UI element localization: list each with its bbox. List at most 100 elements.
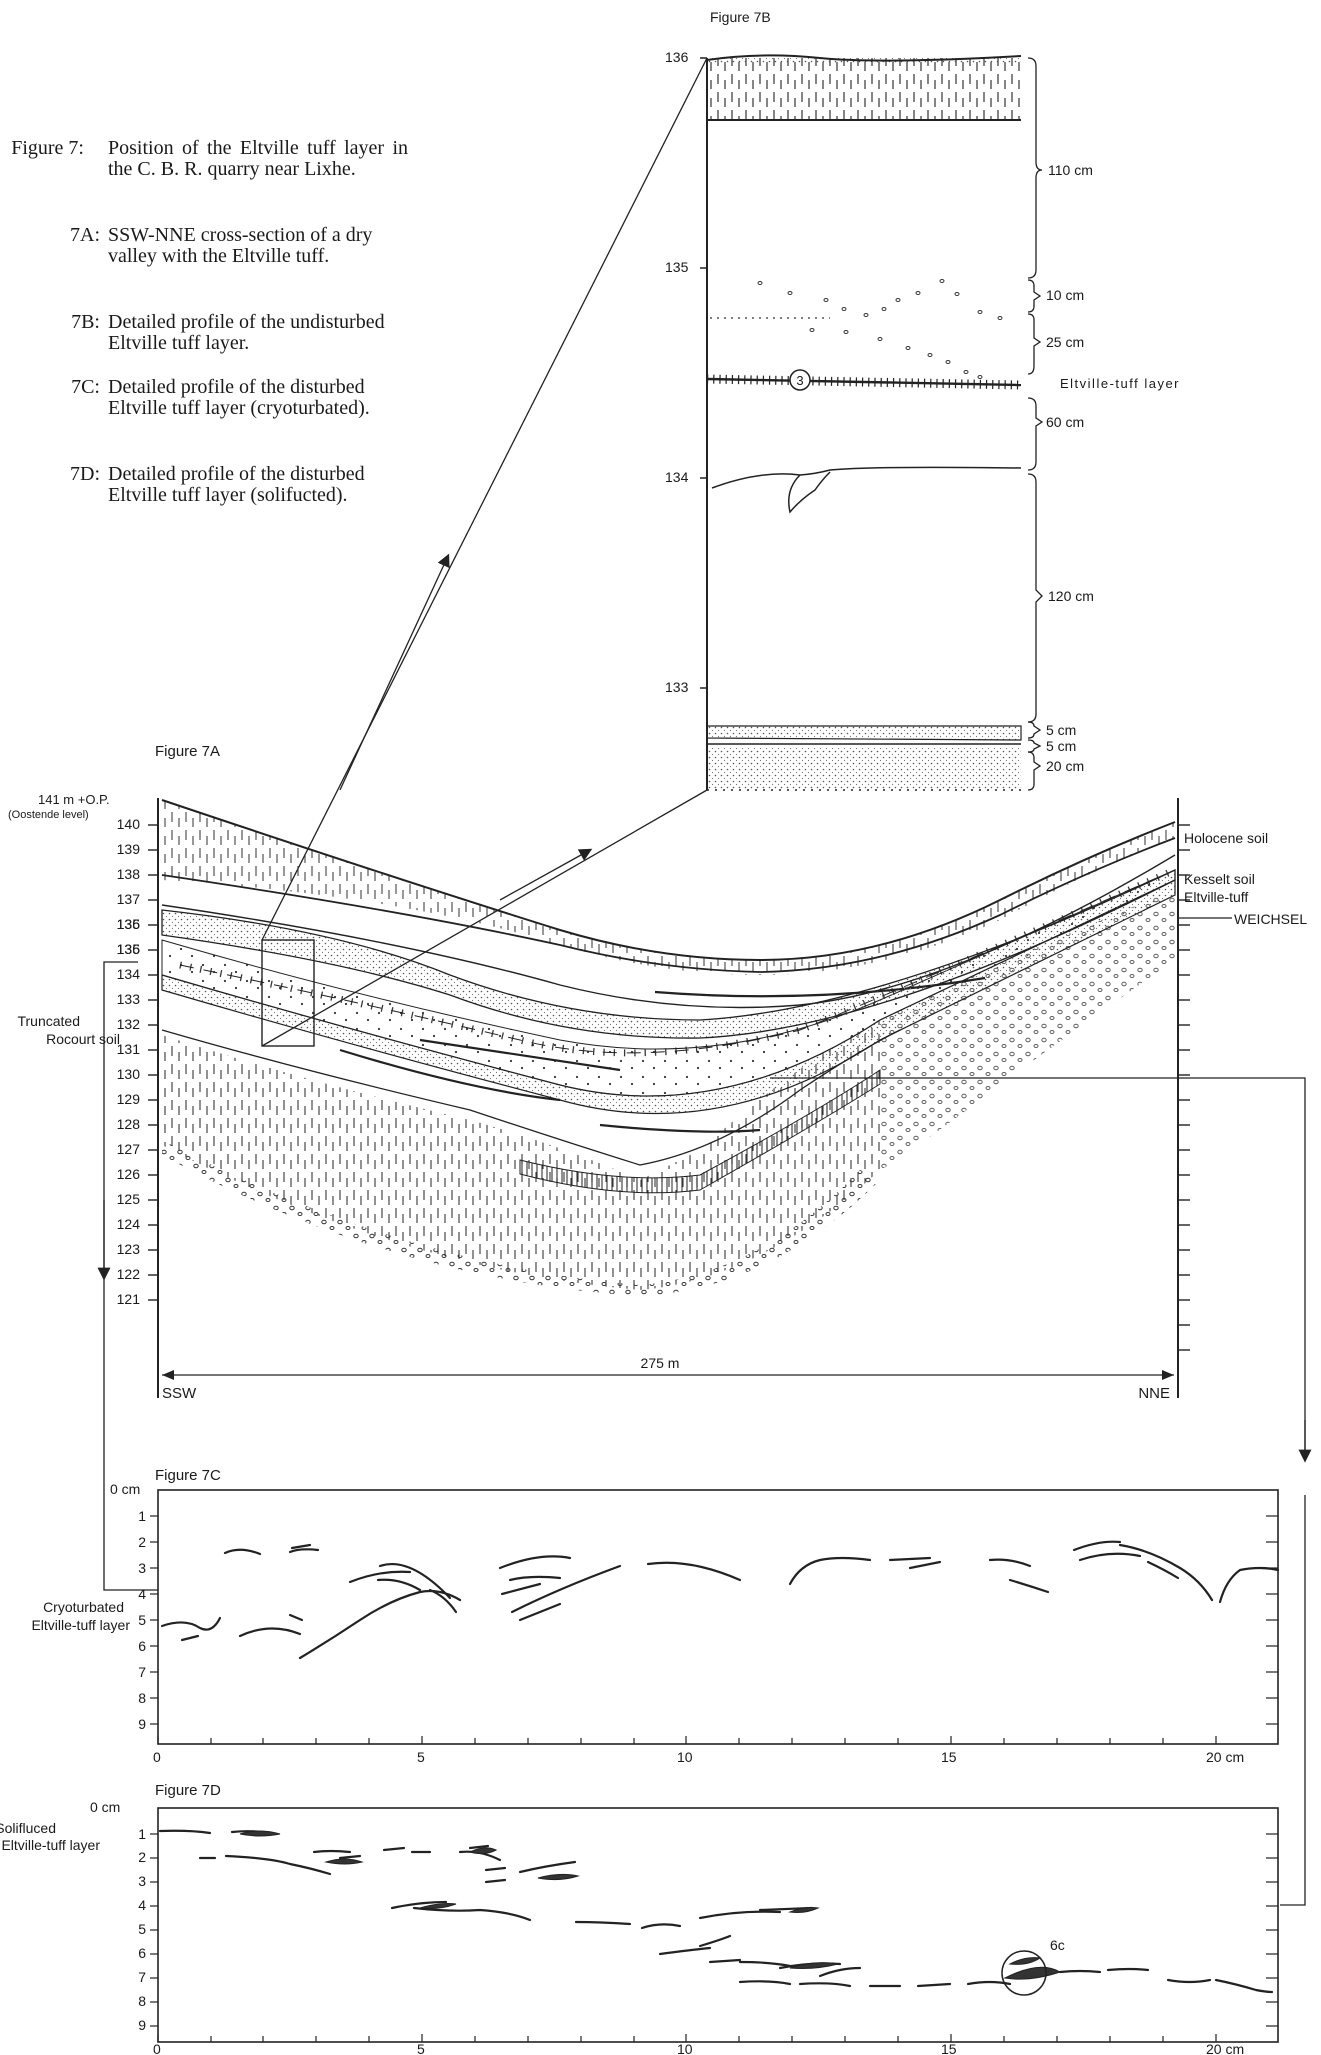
fig7d-y-tick-2: 2 (138, 1849, 146, 1865)
fig7d-title: Figure 7D (155, 1782, 221, 1799)
fig7a-band-stipple-upper (161, 868, 1176, 1039)
caption-7b: 7B: Detailed profile of the undisturbed … (0, 312, 420, 362)
fig7a-y-tick-122: 122 (117, 1266, 141, 1282)
fig7a-truncated-label: Truncated (17, 1013, 80, 1029)
fig7a-y-tick-130: 130 (117, 1066, 141, 1082)
caption-7d-text: Detailed profile of the disturbed Eltvil… (108, 463, 365, 506)
fig7c-y-tick-2: 2 (138, 1534, 146, 1550)
caption-main-text: Position of the Eltville tuff layer in t… (108, 137, 408, 180)
fig-connectors-cd (97, 961, 1312, 1906)
fig7c-y-tick-3: 3 (138, 1560, 146, 1576)
fig7a-rocourt-top (161, 1029, 901, 1166)
fig7a-y-tick-138: 138 (117, 866, 141, 882)
fig7a-pebble-band (162, 1140, 880, 1296)
fig7a-weichsel-label: WEICHSEL (1234, 911, 1307, 927)
fig7d-y-tick-6: 6 (138, 1945, 146, 1961)
fig7c-tick-marks (150, 1515, 1278, 1725)
fig7d-y-tick-5: 5 (138, 1921, 146, 1937)
fig7a-upper-extra: 135 136 (117, 916, 141, 957)
fig7a-y-tick-140: 140 (117, 816, 141, 832)
caption-7a: 7A: SSW-NNE cross-section of a dry valle… (0, 225, 420, 295)
fig7b-label-5cm-b: 5 cm (1046, 738, 1076, 754)
fig7b-marker: 3 (796, 373, 803, 388)
fig7c-x-tick-20: 20 cm (1206, 1749, 1244, 1765)
fig7b-tuff-layer (706, 377, 1022, 387)
caption-7b-text: Detailed profile of the undisturbed Eltv… (108, 311, 385, 354)
arrow-to-7b-upper (339, 553, 450, 791)
fig7b-label-tuff: Eltville-tuff layer (1060, 376, 1180, 391)
fig7b-y-tick-135: 135 (665, 259, 689, 275)
fig7d-y-ticks: 1 2 3 4 5 6 7 8 9 (138, 1826, 146, 2033)
fig7a-holocene-label: Holocene soil (1184, 830, 1268, 846)
fig7a-width-label: 275 m (641, 1355, 680, 1371)
fig7b-label-110cm: 110 cm (1048, 162, 1093, 178)
fig7b-braces (1027, 57, 1044, 791)
fig7a-extra-136: 136 (117, 941, 141, 957)
fig7a-y-tick-127: 127 (117, 1141, 141, 1157)
fig7c-y-tick-8: 8 (138, 1690, 146, 1706)
fig7d-x-tick-15: 15 (941, 2041, 957, 2055)
fig7c-x-tick-labels: 0 5 10 15 20 cm (153, 1749, 1244, 1765)
figure-7d: Figure 7D 0 cm Solifluced Eltville-tuff … (0, 1782, 1279, 2055)
fig7a-direction-ssw: SSW (162, 1385, 197, 1402)
fig7c-x-tick-5: 5 (417, 1749, 425, 1765)
fig7a-y-tick-136: 136 (117, 916, 141, 932)
fig7b-band-upper (706, 725, 1022, 741)
fig7a-surface (161, 799, 1176, 962)
fig7c-y-tick-4: 4 (138, 1586, 146, 1602)
figure-7c: Figure 7C 0 cm 1 2 3 4 5 6 7 8 9 Cryotur… (31, 1467, 1280, 1765)
fig7a-y-tick-139: 139 (117, 841, 141, 857)
fig7b-band-lower (707, 748, 1021, 790)
fig7a-extra-135: 135 (117, 916, 141, 932)
fig7c-y-tick-1: 1 (138, 1508, 146, 1524)
fig7a-y-tick-128: 128 (117, 1116, 141, 1132)
fig7d-y-tick-9: 9 (138, 2017, 146, 2033)
fig7c-y-tick-6: 6 (138, 1638, 146, 1654)
fig7b-y-tick-136: 136 (665, 49, 689, 65)
fig7d-tuff-streaks (158, 1829, 1274, 1994)
fig7c-tuff-streaks (160, 1540, 1280, 1660)
fig7a-y-tick-123: 123 (117, 1241, 141, 1257)
fig7b-y-tick-134: 134 (665, 469, 689, 485)
fig7a-direction-nne: NNE (1138, 1385, 1170, 1402)
fig7b-label-60cm: 60 cm (1046, 414, 1084, 430)
fig7d-y-tick-8: 8 (138, 1993, 146, 2009)
fig7a-right-pebbles (880, 890, 1175, 1170)
fig7c-title: Figure 7C (155, 1467, 221, 1484)
fig7b-label-10cm: 10 cm (1046, 287, 1084, 303)
fig7c-x-tick-0: 0 (153, 1749, 161, 1765)
caption-main: Figure 7: Position of the Eltville tuff … (0, 138, 420, 208)
fig7b-topsoil (707, 58, 1021, 120)
fig7a-y-tick-129: 129 (117, 1091, 141, 1107)
fig7a-scale-arrow-left (162, 1370, 174, 1380)
fig7a-loess-top (161, 854, 1176, 1009)
fig7c-frame (157, 1489, 1279, 1745)
fig7a-rocourt-label: Rocourt soil (46, 1031, 120, 1047)
fig7b-label-25cm: 25 cm (1046, 334, 1084, 350)
caption-7a-text: SSW-NNE cross-section of a dry valley wi… (108, 224, 373, 267)
arrow-to-7b-lower (499, 848, 593, 901)
fig7a-7b-connectors (261, 57, 708, 1047)
fig7d-y-tick-4: 4 (138, 1897, 146, 1913)
fig7b-lens (711, 466, 1022, 514)
fig7d-side-label-1: Solifluced (0, 1820, 56, 1836)
fig7a-top-label: 141 m +O.P. (38, 792, 110, 807)
fig7c-y-ticks: 1 2 3 4 5 6 7 8 9 (138, 1508, 146, 1732)
fig7d-y-tick-3: 3 (138, 1873, 146, 1889)
fig7c-y-tick-9: 9 (138, 1716, 146, 1732)
fig7d-x-ticks (157, 2034, 1217, 2042)
fig7a-y-tick-135: 135 (117, 941, 141, 957)
caption-7d-label: 7D: (70, 463, 100, 485)
fig7a-y-tick-124: 124 (117, 1216, 141, 1232)
fig7a-y-tick-134: 134 (117, 966, 141, 982)
fig7b-thickness-labels: 110 cm 10 cm 25 cm Eltville-tuff layer 6… (1046, 162, 1180, 774)
fig7b-label-5cm-a: 5 cm (1046, 722, 1076, 738)
fig7c-side-label-1: Cryoturbated (43, 1599, 124, 1615)
fig7d-x-tick-10: 10 (677, 2041, 693, 2055)
caption-7c: 7C: Detailed profile of the disturbed El… (0, 377, 420, 447)
fig7a-tuff-line-base (179, 869, 1176, 1054)
fig7c-x-ticks (157, 1736, 1217, 1744)
fig7d-marker-circle (1001, 1950, 1047, 1996)
fig7a-inset-box (261, 939, 315, 1047)
